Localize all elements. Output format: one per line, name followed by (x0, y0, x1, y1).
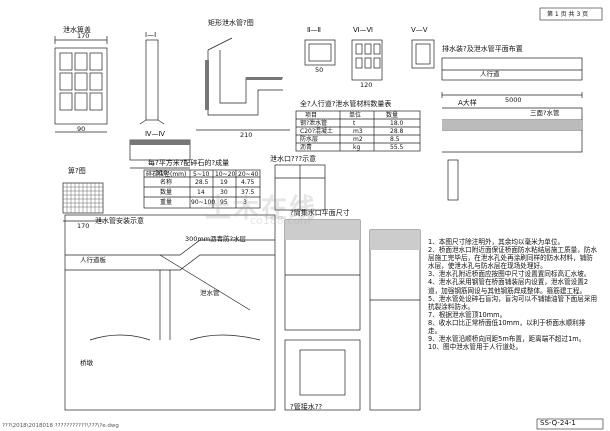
mix-r0c3: 4.75 (241, 179, 255, 186)
note-7: 8、收水口比正常桥面低10mm，以利于桥面水顺利排走。 (428, 318, 586, 336)
mt-r1c0: C20?混凝土 (300, 128, 334, 135)
file-path: ???\2018\2018018 ???????????\???\?e.dwg (2, 423, 119, 429)
pipe-detail-dim: 210 (240, 131, 253, 139)
general-notes: 1、本图尺寸除注明外，其余均以毫米为单位。 2、桥面泄水口附近面保证桥面防水粘结… (428, 238, 598, 351)
mt-r2c0: 防水层 (300, 136, 319, 143)
grate-elev-dim-width: 170 (77, 32, 90, 40)
grate-plan-title: 箅?图 (68, 167, 86, 175)
mt-r3c2: 55.5 (390, 144, 404, 151)
mt-r0c0: 钢?泄水管 (300, 120, 328, 127)
mix-h0: 碎石粒径(mm) (146, 171, 187, 178)
sec2-title: Ⅱ—Ⅱ (307, 26, 321, 34)
sec6-title: Ⅵ—Ⅵ (353, 26, 373, 34)
mix-r2c0: 重量 (160, 199, 173, 206)
sec1-title: I—I (145, 31, 157, 39)
watermark-sub: co188.com (250, 214, 311, 227)
mix-r1c3: 37.5 (241, 189, 255, 196)
mt-r1c2: 28.8 (390, 128, 404, 135)
pipe-detail-title: 矩形泄水管?图 (208, 19, 254, 27)
mix-r2c3: 3 (243, 199, 247, 206)
detail-a-title: A大样 (458, 99, 477, 107)
mt-r2c1: m2 (353, 136, 363, 143)
mix-r0c2: 19 (220, 179, 228, 186)
watermark: 土木在线 (205, 194, 318, 224)
inlet-title: 泄水口???示意 (270, 155, 317, 163)
note-8: 9、泄水管沿顺桥向间距5m布置，距离端不超过1m。 (428, 335, 586, 344)
plan-layout-dim: 5000 (505, 96, 522, 104)
note-2: 2、桥面泄水口附近面保证桥面防水粘结层施工质量，防水层施工完毕后，在泄水孔处再涂… (428, 246, 598, 271)
downpipe-title: ?管接水?? (290, 403, 323, 411)
mt-h0: 项目 (305, 112, 318, 119)
install-pier: 桥墩 (80, 359, 93, 367)
page-label: 第 1 页 共 3 页 (547, 11, 589, 18)
note-6: 7、根据泄水管顶10mm。 (428, 310, 507, 319)
note-9: 10、图中泄水管用于人行道处。 (428, 343, 523, 352)
mix-h2: 10~20 (215, 171, 236, 178)
sec6-dim: 120 (360, 81, 373, 89)
drawing-number: SS-Q-24-1 (540, 419, 576, 427)
sec5-title: Ⅴ—Ⅴ (411, 26, 428, 34)
grate-elev-title: 泄水箅盖 (63, 26, 91, 34)
mix-r1c0: 数量 (160, 189, 173, 196)
mix-h3: 20~40 (238, 171, 259, 178)
mix-h1: 5~10 (193, 171, 210, 178)
mix-r2c2: 95 (220, 199, 228, 206)
catch-basin-title: ?筒集水口平面尺寸 (290, 209, 350, 217)
note-4: 4、泄水孔采用钢管在桥面铺装层内设置，泄水管设置2道，加强钢筋网设与其他钢筋焊成… (428, 278, 589, 295)
sec4-dim: 310 (155, 169, 168, 177)
mt-r0c2: 18.0 (390, 120, 404, 127)
mt-r2c2: 8.5 (390, 136, 400, 143)
mt-r3c0: 沥青 (300, 144, 313, 151)
detail-a-label: 三面?水管 (530, 109, 560, 117)
note-5: 5、泄水管处设碎石盲沟，盲沟可以不铺铺油管下面层采用抗裂涂料防水。 (428, 294, 598, 311)
mix-r2c1: 90~100 (191, 199, 216, 206)
mt-h1: 单位 (349, 112, 362, 119)
mix-r1c2: 30 (220, 189, 228, 196)
mix-r0c0: 名称 (160, 179, 173, 186)
sec2-dim: 50 (315, 66, 324, 74)
mix-r1c1: 14 (197, 189, 205, 196)
install-pipe: 泄水管 (200, 289, 220, 297)
sec4-title: Ⅳ—Ⅳ (145, 130, 165, 138)
mt-r0c1: t (353, 120, 356, 127)
install-sidewalk: 人行道板 (80, 256, 106, 264)
grate-elev-dim-bottom: 90 (77, 125, 86, 133)
note-3: 3、泄水孔附近桥面应按图中尺寸设置置同标高汇水坡。 (428, 270, 591, 279)
mt-r3c1: kg (353, 144, 361, 151)
mix-r0c1: 28.5 (195, 179, 209, 186)
install-note: 300mm沥青防?水层 (185, 235, 247, 243)
material-table-title: 全?人行道?泄水管材料数量表 (300, 100, 392, 108)
grate-plan-dim: 170 (77, 222, 90, 230)
install-title: 泄水管安装示意 (95, 217, 144, 225)
plan-layout-sidewalk: 人行道 (480, 70, 500, 78)
plan-layout-title: 排水装?及泄水管平面布置 (442, 45, 523, 53)
note-1: 1、本图尺寸除注明外，其余均以毫米为单位。 (428, 238, 565, 246)
mt-r1c1: m3 (353, 128, 363, 135)
mt-h2: 数量 (386, 112, 399, 119)
mix-table-title: 每?平方米?配碎石的?成量 (148, 159, 230, 167)
